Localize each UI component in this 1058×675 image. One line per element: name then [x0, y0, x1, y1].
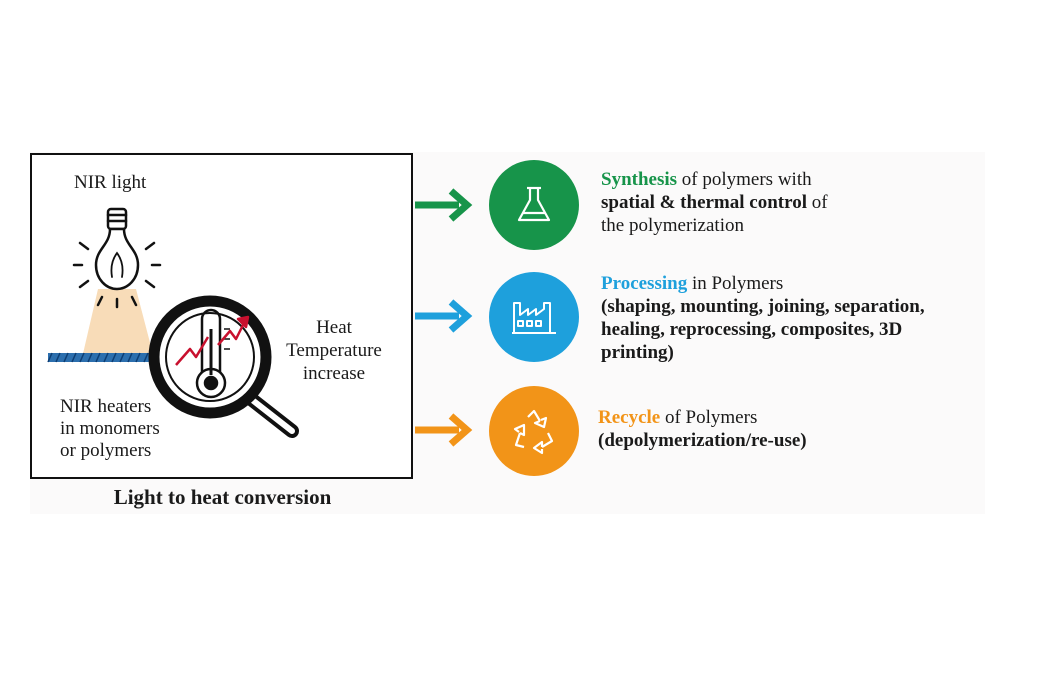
flask-icon: [517, 186, 551, 222]
recycle-icon: [513, 409, 554, 455]
synthesis-text: Synthesis of polymers with spatial & the…: [601, 169, 828, 236]
factory-icon: [512, 302, 556, 334]
synthesis-circle: [489, 160, 579, 250]
light-bulb-icon: [72, 207, 162, 309]
recycle-circle: [489, 386, 579, 476]
arrow-processing: [415, 299, 473, 333]
arrow-synthesis: [415, 188, 473, 222]
nir-light-label: NIR light: [74, 172, 147, 193]
nir-heaters-label: NIR heaters in monomers or polymers: [60, 396, 160, 461]
light-to-heat-illustration: [47, 207, 299, 438]
magnifier-icon: [148, 295, 299, 438]
recycle-keyword: Recycle: [598, 407, 661, 428]
processing-circle: [489, 272, 579, 362]
figure-caption: Light to heat conversion: [113, 485, 332, 509]
temperature-rise-arrow: [175, 315, 250, 366]
processing-text: Processing in Polymers (shaping, mountin…: [601, 273, 925, 363]
light-beam: [82, 289, 154, 358]
thermometer-icon: [195, 308, 230, 399]
synthesis-keyword: Synthesis: [601, 169, 678, 190]
processing-keyword: Processing: [601, 273, 688, 294]
recycle-text: Recycle of Polymers (depolymerization/re…: [598, 407, 807, 451]
arrow-recycle: [415, 413, 473, 447]
heat-label: Heat Temperature increase: [286, 317, 382, 384]
